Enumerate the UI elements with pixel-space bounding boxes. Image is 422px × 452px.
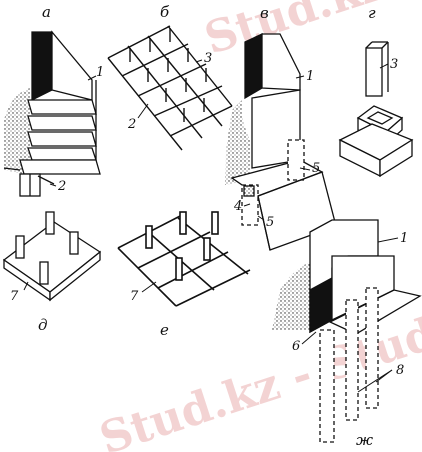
panel-v-strip-on-pads xyxy=(225,32,337,251)
callout-d-7: 7 xyxy=(10,289,19,304)
callout-e-7: 7 xyxy=(130,289,139,304)
label-panel-zh: ж xyxy=(356,431,374,449)
callout-v-5a: 5 xyxy=(312,161,321,176)
label-panel-v: в xyxy=(260,4,269,22)
callout-zh-6: 6 xyxy=(292,339,301,354)
panel-zh-pile-foundation xyxy=(272,219,422,443)
callout-zh-8: 8 xyxy=(396,363,405,378)
panel-a-strip-foundation xyxy=(3,30,101,197)
label-panel-d: д xyxy=(38,316,48,334)
callout-g-3: 3 xyxy=(390,57,399,72)
panel-e-beam-grid xyxy=(117,211,251,307)
panel-d-slab-columns xyxy=(2,211,102,302)
label-panel-g: г xyxy=(368,4,376,22)
callout-v-1: 1 xyxy=(306,69,315,84)
callout-v-4: 4 xyxy=(234,199,243,214)
leader-lines xyxy=(23,59,399,393)
callout-a-1: 1 xyxy=(96,65,105,80)
label-panel-a: а xyxy=(42,3,51,21)
panel-g-column-footing xyxy=(338,41,414,178)
callout-v-5b: 5 xyxy=(266,215,275,230)
callout-zh-1: 1 xyxy=(400,231,409,246)
callout-a-2: 2 xyxy=(58,179,67,194)
callout-b-3: 3 xyxy=(204,51,213,66)
callout-b-2: 2 xyxy=(128,117,137,132)
label-panel-e: е xyxy=(160,321,169,339)
label-panel-b: б xyxy=(160,3,170,21)
panel-b-rebar-grid xyxy=(107,25,233,151)
